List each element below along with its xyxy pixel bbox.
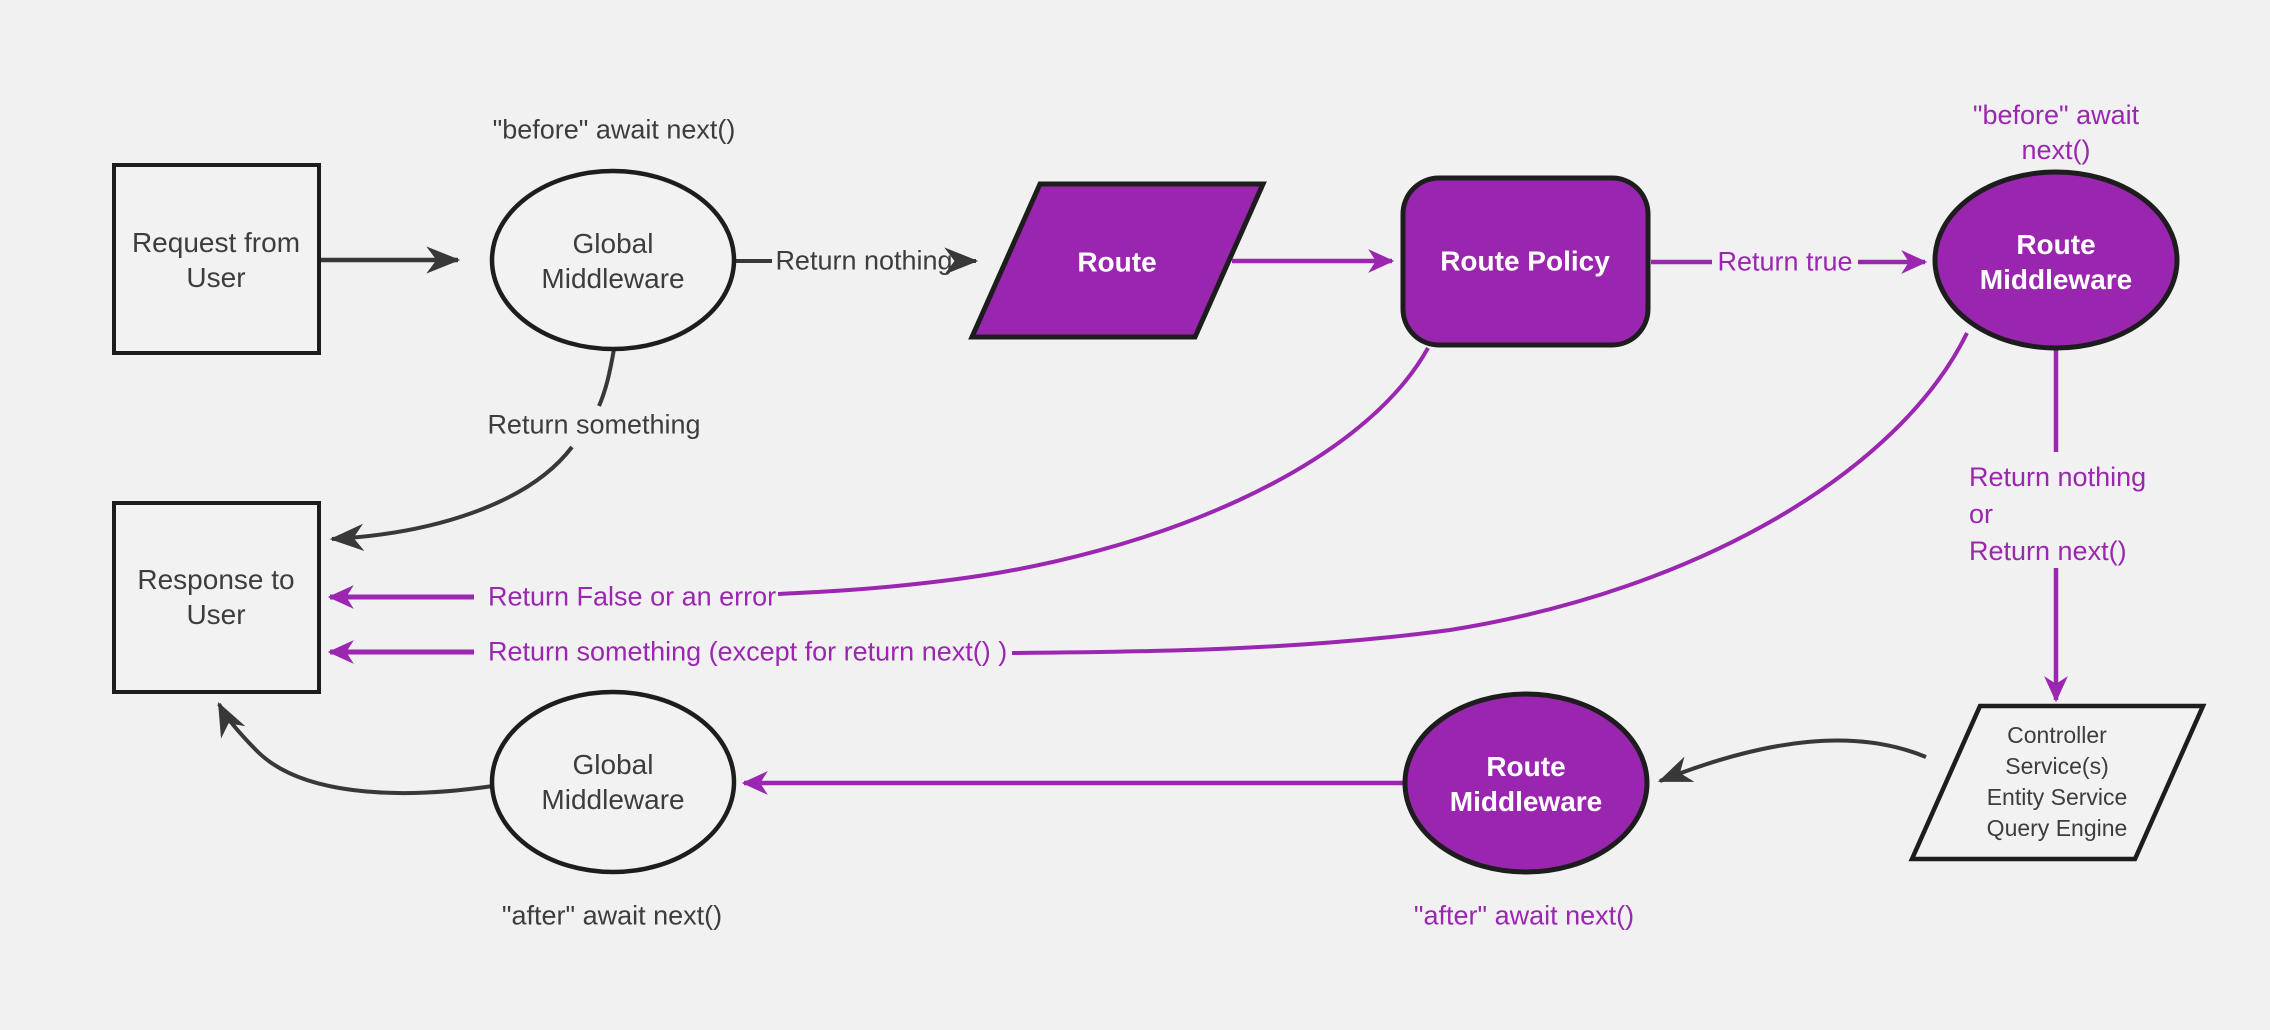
edge-global-return-something-upper [597, 348, 616, 407]
edge-controller-to-route-middleware [1657, 738, 1927, 783]
return-false-or-error-label: Return False or an error [488, 581, 777, 612]
edge-middleware-return-except-curve [1011, 332, 1969, 655]
request-node-label: Request from User [131, 227, 301, 293]
controller-stack-label: Controller Service(s) Entity Service Que… [1986, 722, 2128, 841]
edge-global-return-something-arrow [329, 445, 574, 551]
node-response-to-user [112, 501, 321, 694]
node-route-policy [1400, 175, 1651, 348]
response-node-label: Response to User [137, 564, 295, 630]
node-controller-stack [1908, 703, 2207, 862]
edge-global-to-response [217, 701, 494, 796]
node-request-from-user [112, 163, 321, 355]
after-await-next-global-label: "after" await next() [501, 900, 723, 931]
return-something-label: Return something [487, 409, 701, 440]
route-middleware-top-label: Route Middleware [1979, 229, 2133, 295]
node-global-middleware-top [489, 168, 737, 352]
after-await-next-route-label: "after" await next() [1413, 900, 1635, 931]
return-something-except-label: Return something (except for return next… [488, 636, 1008, 667]
route-middleware-bottom-label: Route Middleware [1449, 751, 1603, 817]
before-await-next-route-label: "before" await next() [1972, 100, 2140, 165]
route-node-label: Route [1077, 246, 1157, 278]
return-nothing-or-next-label: Return nothing or Return next() [1969, 462, 2147, 566]
node-global-middleware-bottom [489, 689, 737, 875]
node-route [968, 181, 1267, 340]
edge-policy-return-false-curve [777, 347, 1430, 596]
route-policy-label: Route Policy [1440, 245, 1610, 277]
before-await-next-global-label: "before" await next() [492, 114, 736, 145]
return-nothing-label: Return nothing [775, 245, 953, 276]
global-middleware-bottom-label: Global Middleware [541, 749, 685, 815]
node-route-middleware-top [1932, 169, 2180, 351]
global-middleware-top-label: Global Middleware [541, 228, 685, 294]
node-route-middleware-bottom [1402, 691, 1650, 875]
return-true-label: Return true [1717, 246, 1853, 277]
